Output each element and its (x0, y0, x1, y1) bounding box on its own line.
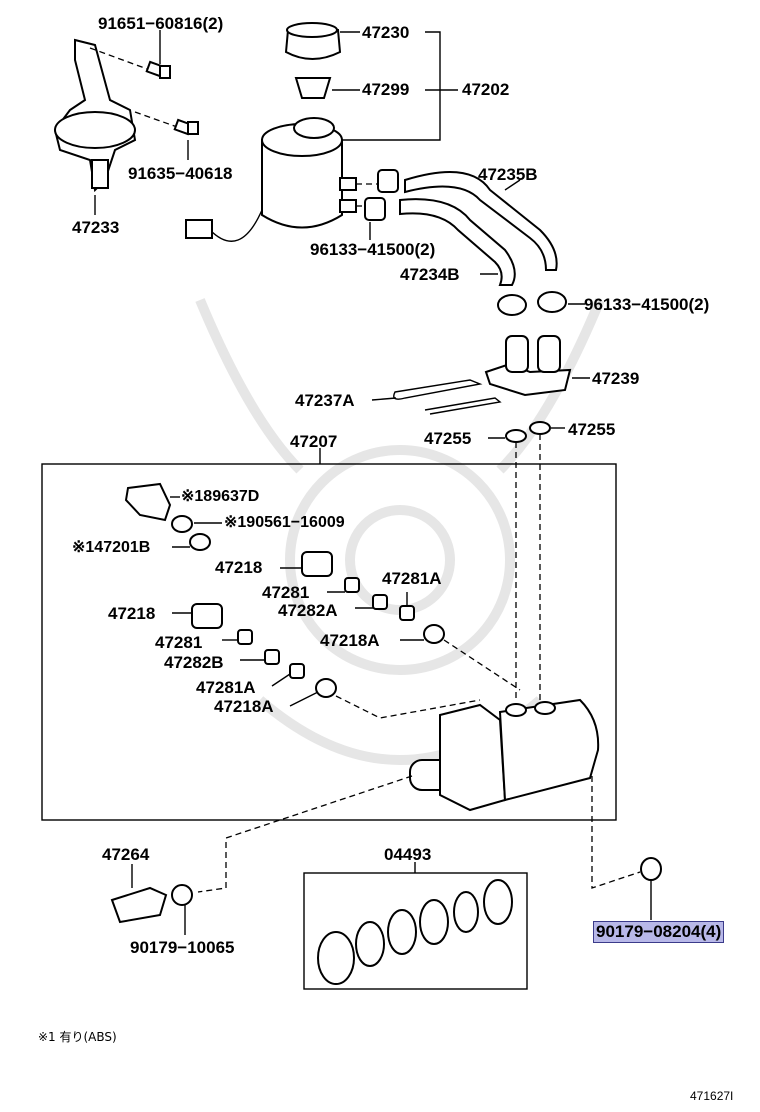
reservoir-strainer[interactable] (294, 77, 332, 99)
plug-gasket-47201b[interactable] (189, 533, 211, 551)
spring-47282a[interactable] (372, 594, 388, 610)
label-47202[interactable]: 47202 (462, 80, 510, 99)
reservoir-cap[interactable] (284, 22, 342, 60)
label-47264[interactable]: 47264 (102, 845, 150, 864)
master-cylinder-subassy-box (41, 463, 617, 821)
label-91651[interactable]: 91651−60816(2) (98, 14, 224, 33)
bolt-91651[interactable] (145, 60, 171, 79)
hose-47235b[interactable] (404, 171, 558, 271)
label-47234b[interactable]: 47234B (400, 265, 460, 284)
label-47239[interactable]: 47239 (592, 369, 640, 388)
label-47299[interactable]: 47299 (362, 80, 410, 99)
label-90179-10065[interactable]: 90179−10065 (130, 938, 235, 957)
pressure-sensor[interactable] (124, 482, 172, 522)
hose-clamps-lower[interactable] (497, 291, 567, 316)
label-47233[interactable]: 47233 (72, 218, 120, 237)
spring-seat-47281a-upper[interactable] (399, 605, 415, 621)
label-47255-left[interactable]: 47255 (424, 429, 472, 448)
retainer-pin[interactable] (393, 379, 502, 415)
label-96133-upper[interactable]: 96133−41500(2) (310, 240, 436, 259)
label-47207[interactable]: 47207 (290, 432, 338, 451)
label-47218-lower[interactable]: 47218 (108, 604, 156, 623)
cylinder-kit-parts[interactable] (317, 879, 513, 985)
hose-47234b[interactable] (399, 198, 516, 286)
hose-clamps-upper[interactable] (364, 169, 399, 221)
reservoir-tank[interactable] (185, 117, 357, 242)
label-47281a-lower[interactable]: 47281A (196, 678, 256, 697)
spring-47282b[interactable] (264, 649, 280, 665)
label-47255-right[interactable]: 47255 (568, 420, 616, 439)
label-90179-08204-highlighted[interactable]: 90179−08204(4) (593, 921, 725, 943)
label-47282a[interactable]: 47282A (278, 601, 338, 620)
label-47218a-upper[interactable]: 47218A (320, 631, 380, 650)
label-47237a[interactable]: 47237A (295, 391, 355, 410)
label-47281-upper[interactable]: 47281 (262, 583, 310, 602)
label-47235b[interactable]: 47235B (478, 165, 538, 184)
gasket-47218a-lower[interactable] (315, 678, 337, 698)
label-89637d[interactable]: ※189637D (181, 488, 260, 505)
label-04493[interactable]: 04493 (384, 845, 432, 864)
push-rod-clevis[interactable] (110, 886, 168, 924)
label-47281a-upper[interactable]: 47281A (382, 569, 442, 588)
label-47218-upper[interactable]: 47218 (215, 558, 263, 577)
plug-47218-lower[interactable] (191, 603, 223, 629)
reservoir-union[interactable] (484, 335, 572, 397)
label-47230[interactable]: 47230 (362, 23, 410, 42)
sensor-gasket[interactable] (171, 515, 193, 533)
plug-47218-upper[interactable] (301, 551, 333, 577)
spring-seat-47281a-lower[interactable] (289, 663, 305, 679)
spring-seat-47281-lower[interactable] (237, 629, 253, 645)
label-47218a-lower[interactable]: 47218A (214, 697, 274, 716)
grommet-right[interactable] (529, 421, 551, 435)
label-47281-lower[interactable]: 47281 (155, 633, 203, 652)
grommet-left[interactable] (505, 429, 527, 443)
nut-90179-08204[interactable] (640, 857, 662, 881)
gasket-47218a-upper[interactable] (423, 624, 445, 644)
label-47201b[interactable]: ※147201B (72, 539, 151, 556)
label-96133-lower[interactable]: 96133−41500(2) (584, 295, 710, 314)
bolt-91635[interactable] (173, 118, 199, 136)
label-90561[interactable]: ※190561−16009 (224, 514, 345, 531)
nut-90179-10065[interactable] (171, 884, 193, 906)
diagram-code: 471627I (690, 1089, 734, 1103)
spring-seat-47281-upper[interactable] (344, 577, 360, 593)
reservoir-bracket[interactable] (53, 38, 137, 193)
label-91635[interactable]: 91635−40618 (128, 164, 233, 183)
footnote-abs: ※1 有り(ABS) (38, 1030, 117, 1044)
master-cylinder-body[interactable] (409, 698, 600, 812)
label-47282b[interactable]: 47282B (164, 653, 224, 672)
